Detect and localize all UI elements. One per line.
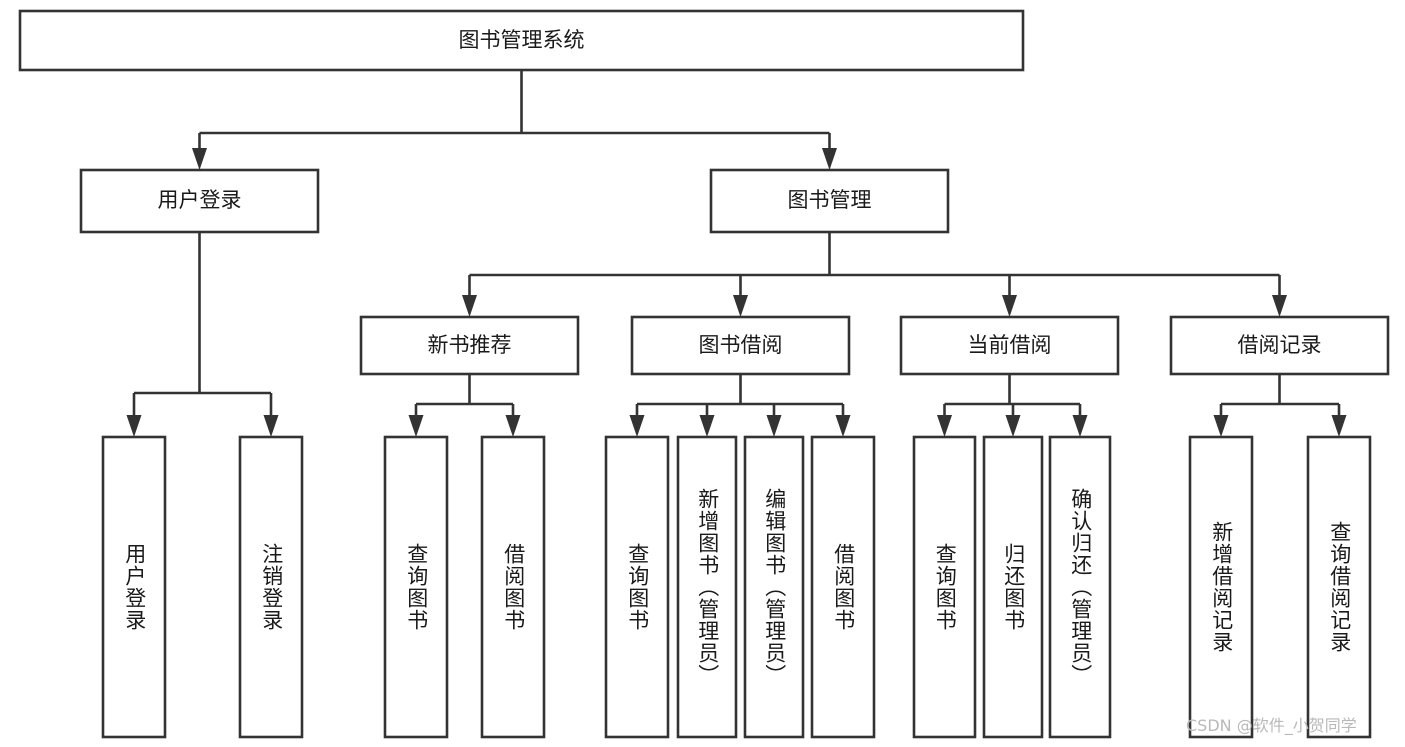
node-box-bookmgmt[interactable] [709, 168, 950, 234]
node-box-login[interactable] [79, 168, 320, 234]
node-box-current[interactable] [899, 315, 1120, 376]
node-box-root[interactable] [18, 9, 1025, 72]
node-box-leaf-8[interactable] [810, 435, 876, 739]
node-box-layer [18, 9, 1390, 739]
connector-group-root [192, 70, 837, 170]
node-box-leaf-6[interactable] [676, 435, 738, 739]
csdn-watermark: CSDN @软件_小贺同学 [1186, 716, 1357, 735]
node-box-leaf-4[interactable] [480, 435, 546, 739]
node-box-records[interactable] [1169, 315, 1390, 376]
node-box-leaf-3[interactable] [383, 435, 449, 739]
connector-group-bookmgmt [462, 232, 1287, 317]
node-box-leaf-2[interactable] [238, 435, 304, 739]
connector-layer [126, 70, 1347, 437]
node-box-leaf-10[interactable] [982, 435, 1044, 739]
node-box-leaf-7[interactable] [743, 435, 805, 739]
node-box-borrow[interactable] [630, 315, 851, 376]
connector-group-newbook [408, 374, 521, 437]
node-box-leaf-12[interactable] [1188, 435, 1254, 739]
node-box-newbook[interactable] [359, 315, 580, 376]
connector-group-borrow [629, 374, 851, 437]
connector-group-login [126, 232, 279, 437]
connector-group-records [1213, 374, 1347, 437]
node-box-leaf-9[interactable] [912, 435, 977, 739]
node-box-leaf-13[interactable] [1306, 435, 1372, 739]
connector-group-current [937, 374, 1088, 437]
node-box-leaf-1[interactable] [101, 435, 167, 739]
node-box-leaf-11[interactable] [1048, 435, 1112, 739]
node-box-leaf-5[interactable] [604, 435, 670, 739]
